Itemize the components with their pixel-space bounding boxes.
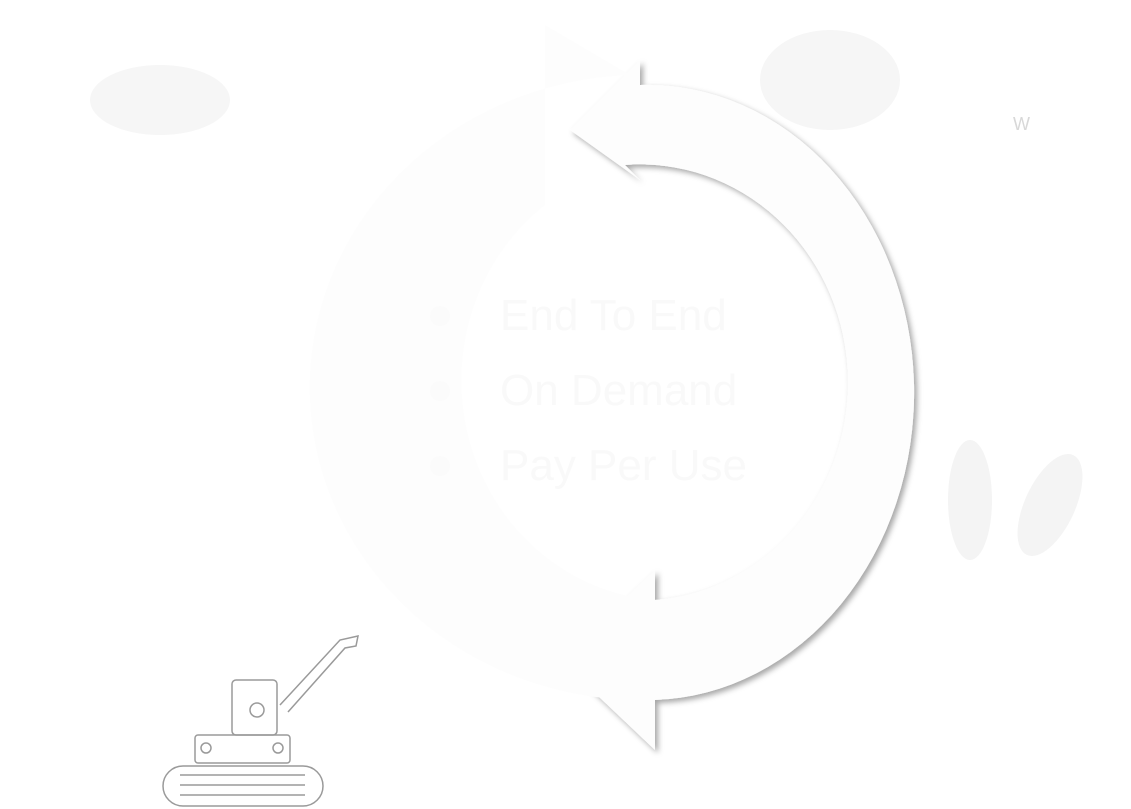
- bullet-dot: [430, 305, 450, 326]
- cycle-arrow-left: [309, 25, 655, 701]
- harvester-icon: [162, 635, 359, 807]
- bullet-text: End To End: [500, 290, 727, 340]
- bullet-dot: [430, 380, 450, 401]
- corner-mark: W: [1013, 114, 1030, 134]
- list-item: Pay Per Use: [430, 428, 747, 503]
- list-item: On Demand: [430, 353, 747, 428]
- bullet-text: Pay Per Use: [500, 440, 747, 490]
- bullet-text: On Demand: [500, 365, 738, 415]
- list-item: End To End: [430, 278, 747, 353]
- wheat-icon: [948, 440, 1083, 560]
- feature-list: End To End On Demand Pay Per Use: [430, 278, 747, 503]
- bird-icon: [90, 30, 900, 135]
- bullet-dot: [430, 455, 450, 476]
